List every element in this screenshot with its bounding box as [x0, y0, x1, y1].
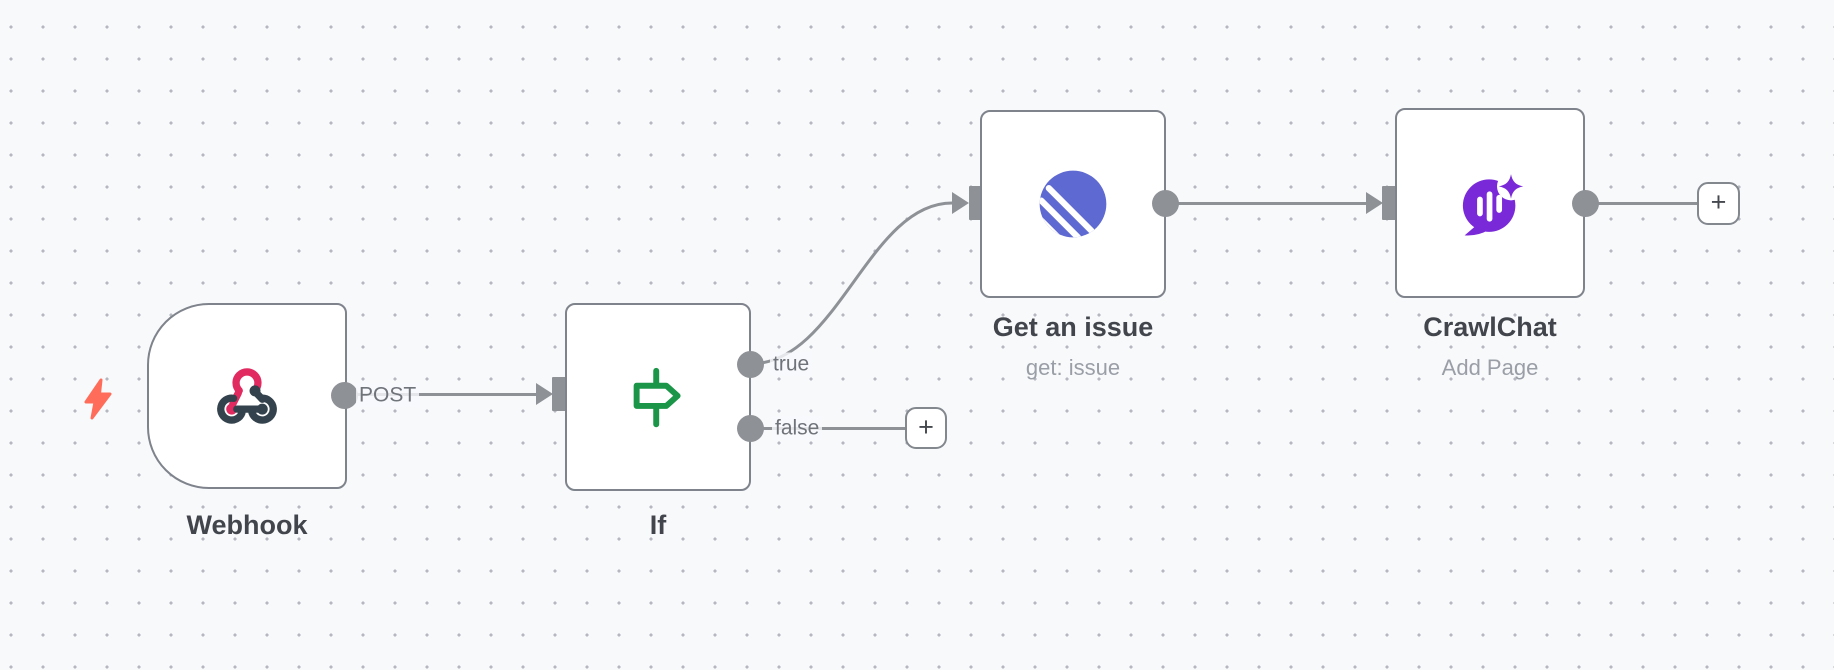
linear-node-subtitle: get: issue: [1025, 355, 1121, 380]
add-node-button-false-branch[interactable]: +: [905, 407, 947, 449]
crawlchat-node-title: CrawlChat: [1423, 312, 1557, 342]
linear-icon: [1039, 170, 1107, 238]
wire-label-false: false: [772, 416, 823, 440]
wire-linear-to-crawlchat: [1165, 202, 1368, 205]
webhook-icon: [217, 368, 277, 424]
if-true-output-port[interactable]: [737, 350, 764, 378]
linear-node-title: Get an issue: [992, 312, 1154, 342]
add-node-button-end[interactable]: +: [1697, 182, 1740, 225]
trigger-bolt-icon: [84, 378, 112, 420]
if-input-arrow-icon: [536, 383, 553, 405]
if-signpost-icon: [633, 367, 681, 428]
node-get-an-issue[interactable]: [980, 110, 1166, 298]
if-input-port[interactable]: [552, 377, 568, 411]
wire-label-true: true: [770, 352, 813, 376]
crawlchat-input-port[interactable]: [1382, 186, 1398, 220]
wire-if-false-to-plus: [750, 426, 905, 430]
webhook-output-port[interactable]: [331, 382, 358, 409]
plus-icon: +: [918, 411, 934, 442]
node-webhook[interactable]: [147, 303, 347, 489]
linear-input-arrow-icon: [952, 192, 969, 214]
if-node-title: If: [649, 510, 667, 540]
crawlchat-input-arrow-icon: [1366, 192, 1383, 214]
webhook-node-title: Webhook: [186, 510, 308, 540]
crawlchat-icon: [1462, 174, 1524, 236]
linear-output-port[interactable]: [1152, 189, 1179, 217]
plus-icon: +: [1710, 187, 1727, 217]
node-crawlchat[interactable]: [1395, 108, 1585, 298]
wire-webhook-to-if: [344, 392, 537, 396]
if-false-output-port[interactable]: [737, 414, 764, 442]
wire-label-post: POST: [356, 383, 420, 407]
crawlchat-output-port[interactable]: [1572, 189, 1599, 217]
crawlchat-node-subtitle: Add Page: [1441, 355, 1539, 380]
node-if[interactable]: [565, 303, 751, 491]
wire-crawlchat-to-plus: [1585, 201, 1699, 205]
